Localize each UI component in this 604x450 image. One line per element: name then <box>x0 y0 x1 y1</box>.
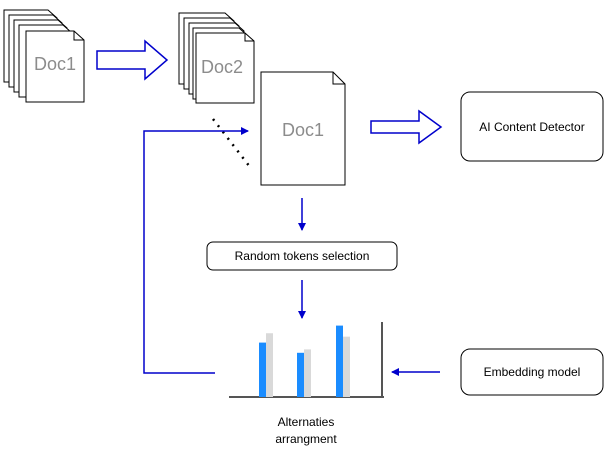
doc-page-front <box>25 30 85 103</box>
doc-stack-1: Doc1 <box>3 9 85 103</box>
doc-stack-2: Doc2 <box>178 12 255 104</box>
chart-bar-blue-2 <box>297 352 304 397</box>
chart-bar-grey-2 <box>304 349 311 397</box>
chart-bars <box>259 325 350 397</box>
alternatives-chart <box>229 322 384 398</box>
random-tokens-box: Random tokens selection <box>206 241 398 271</box>
embedding-model-label: Embedding model <box>484 365 581 379</box>
alternatives-caption-line2: arrangment <box>275 432 337 446</box>
ai-content-detector-box: AI Content Detector <box>460 91 604 162</box>
chart-bar-blue-1 <box>259 342 266 397</box>
hollow-arrow-right <box>96 39 169 81</box>
doc-page-front <box>195 32 255 104</box>
chart-bar-blue-3 <box>336 325 343 397</box>
ai-content-detector-label: AI Content Detector <box>479 120 584 134</box>
dotted-continuation-line <box>212 118 251 168</box>
chart-bar-grey-3 <box>343 336 350 397</box>
embedding-model-box: Embedding model <box>460 348 604 396</box>
chart-bar-grey-1 <box>266 333 273 397</box>
doc-stack-2-label: Doc2 <box>201 57 243 77</box>
alternatives-caption-line1: Alternaties <box>278 415 335 429</box>
random-tokens-label: Random tokens selection <box>235 249 370 263</box>
doc-page-current <box>260 71 346 186</box>
current-doc-label: Doc1 <box>282 120 324 140</box>
doc-stack-1-label: Doc1 <box>34 54 76 74</box>
current-document: Doc1 <box>260 71 346 186</box>
hollow-arrow-to-detector <box>370 109 443 145</box>
feedback-loop-arrow <box>143 127 249 374</box>
